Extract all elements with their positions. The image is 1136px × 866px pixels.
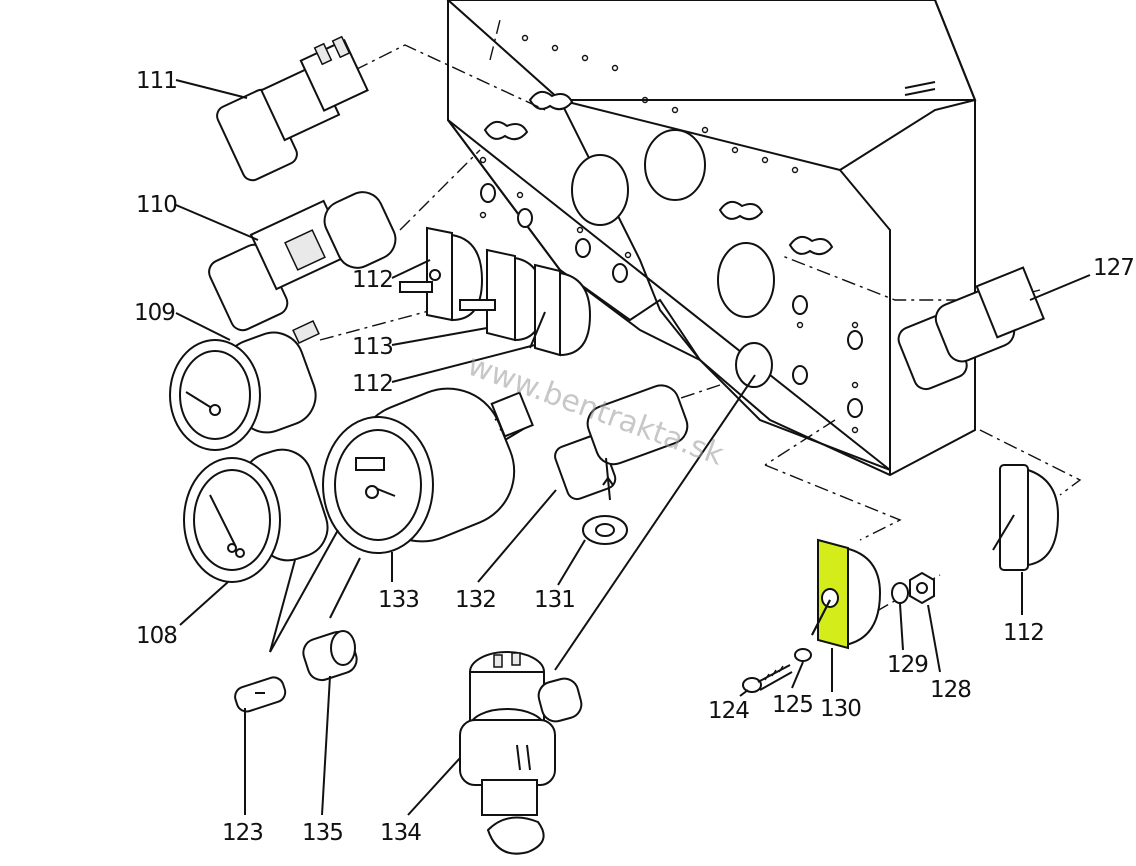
label-128: 128 [930,677,971,703]
label-110: 110 [136,192,177,218]
leader-lines [175,79,1091,816]
part-128-nut [909,571,935,605]
label-133: 133 [378,587,419,613]
part-112-toggle-switch-c [992,464,1060,571]
part-111-rotary-switch [216,35,369,182]
label-125: 125 [772,692,813,718]
part-112-toggle-switch-b [529,263,592,357]
part-132-rotary-switch [554,384,689,501]
label-112-c: 112 [1003,620,1044,646]
label-108: 108 [136,623,177,649]
label-134: 134 [380,820,421,846]
part-123-bulb [234,676,287,713]
label-132: 132 [455,587,496,613]
label-130: 130 [820,696,861,722]
label-129: 129 [887,652,928,678]
label-112-a: 112 [352,267,393,293]
label-127: 127 [1093,255,1134,281]
part-108-gauge [183,448,329,583]
part-125-washer [794,648,812,662]
part-labels: 111 110 109 112 113 112 108 133 132 131 … [134,68,1135,846]
part-109-gauge [169,320,320,451]
part-127-rotary-switch [897,266,1045,391]
label-109: 109 [134,300,175,326]
part-124-screw [742,664,793,693]
part-131-nut [582,515,628,545]
dashboard-panel [446,0,977,477]
part-130-toggle-switch-highlighted [811,538,882,650]
part-135-socket [302,630,358,682]
label-124: 124 [708,698,749,724]
label-123: 123 [222,820,263,846]
part-129-washer [891,582,909,604]
label-111: 111 [136,68,177,94]
part-112-toggle-switch-a [399,226,484,322]
label-113: 113 [352,334,393,360]
label-135: 135 [302,820,343,846]
label-112-b: 112 [352,371,393,397]
part-133-tachometer [322,387,534,554]
part-134-valve [459,651,583,855]
part-110-key-switch [208,191,397,332]
label-131: 131 [534,587,575,613]
